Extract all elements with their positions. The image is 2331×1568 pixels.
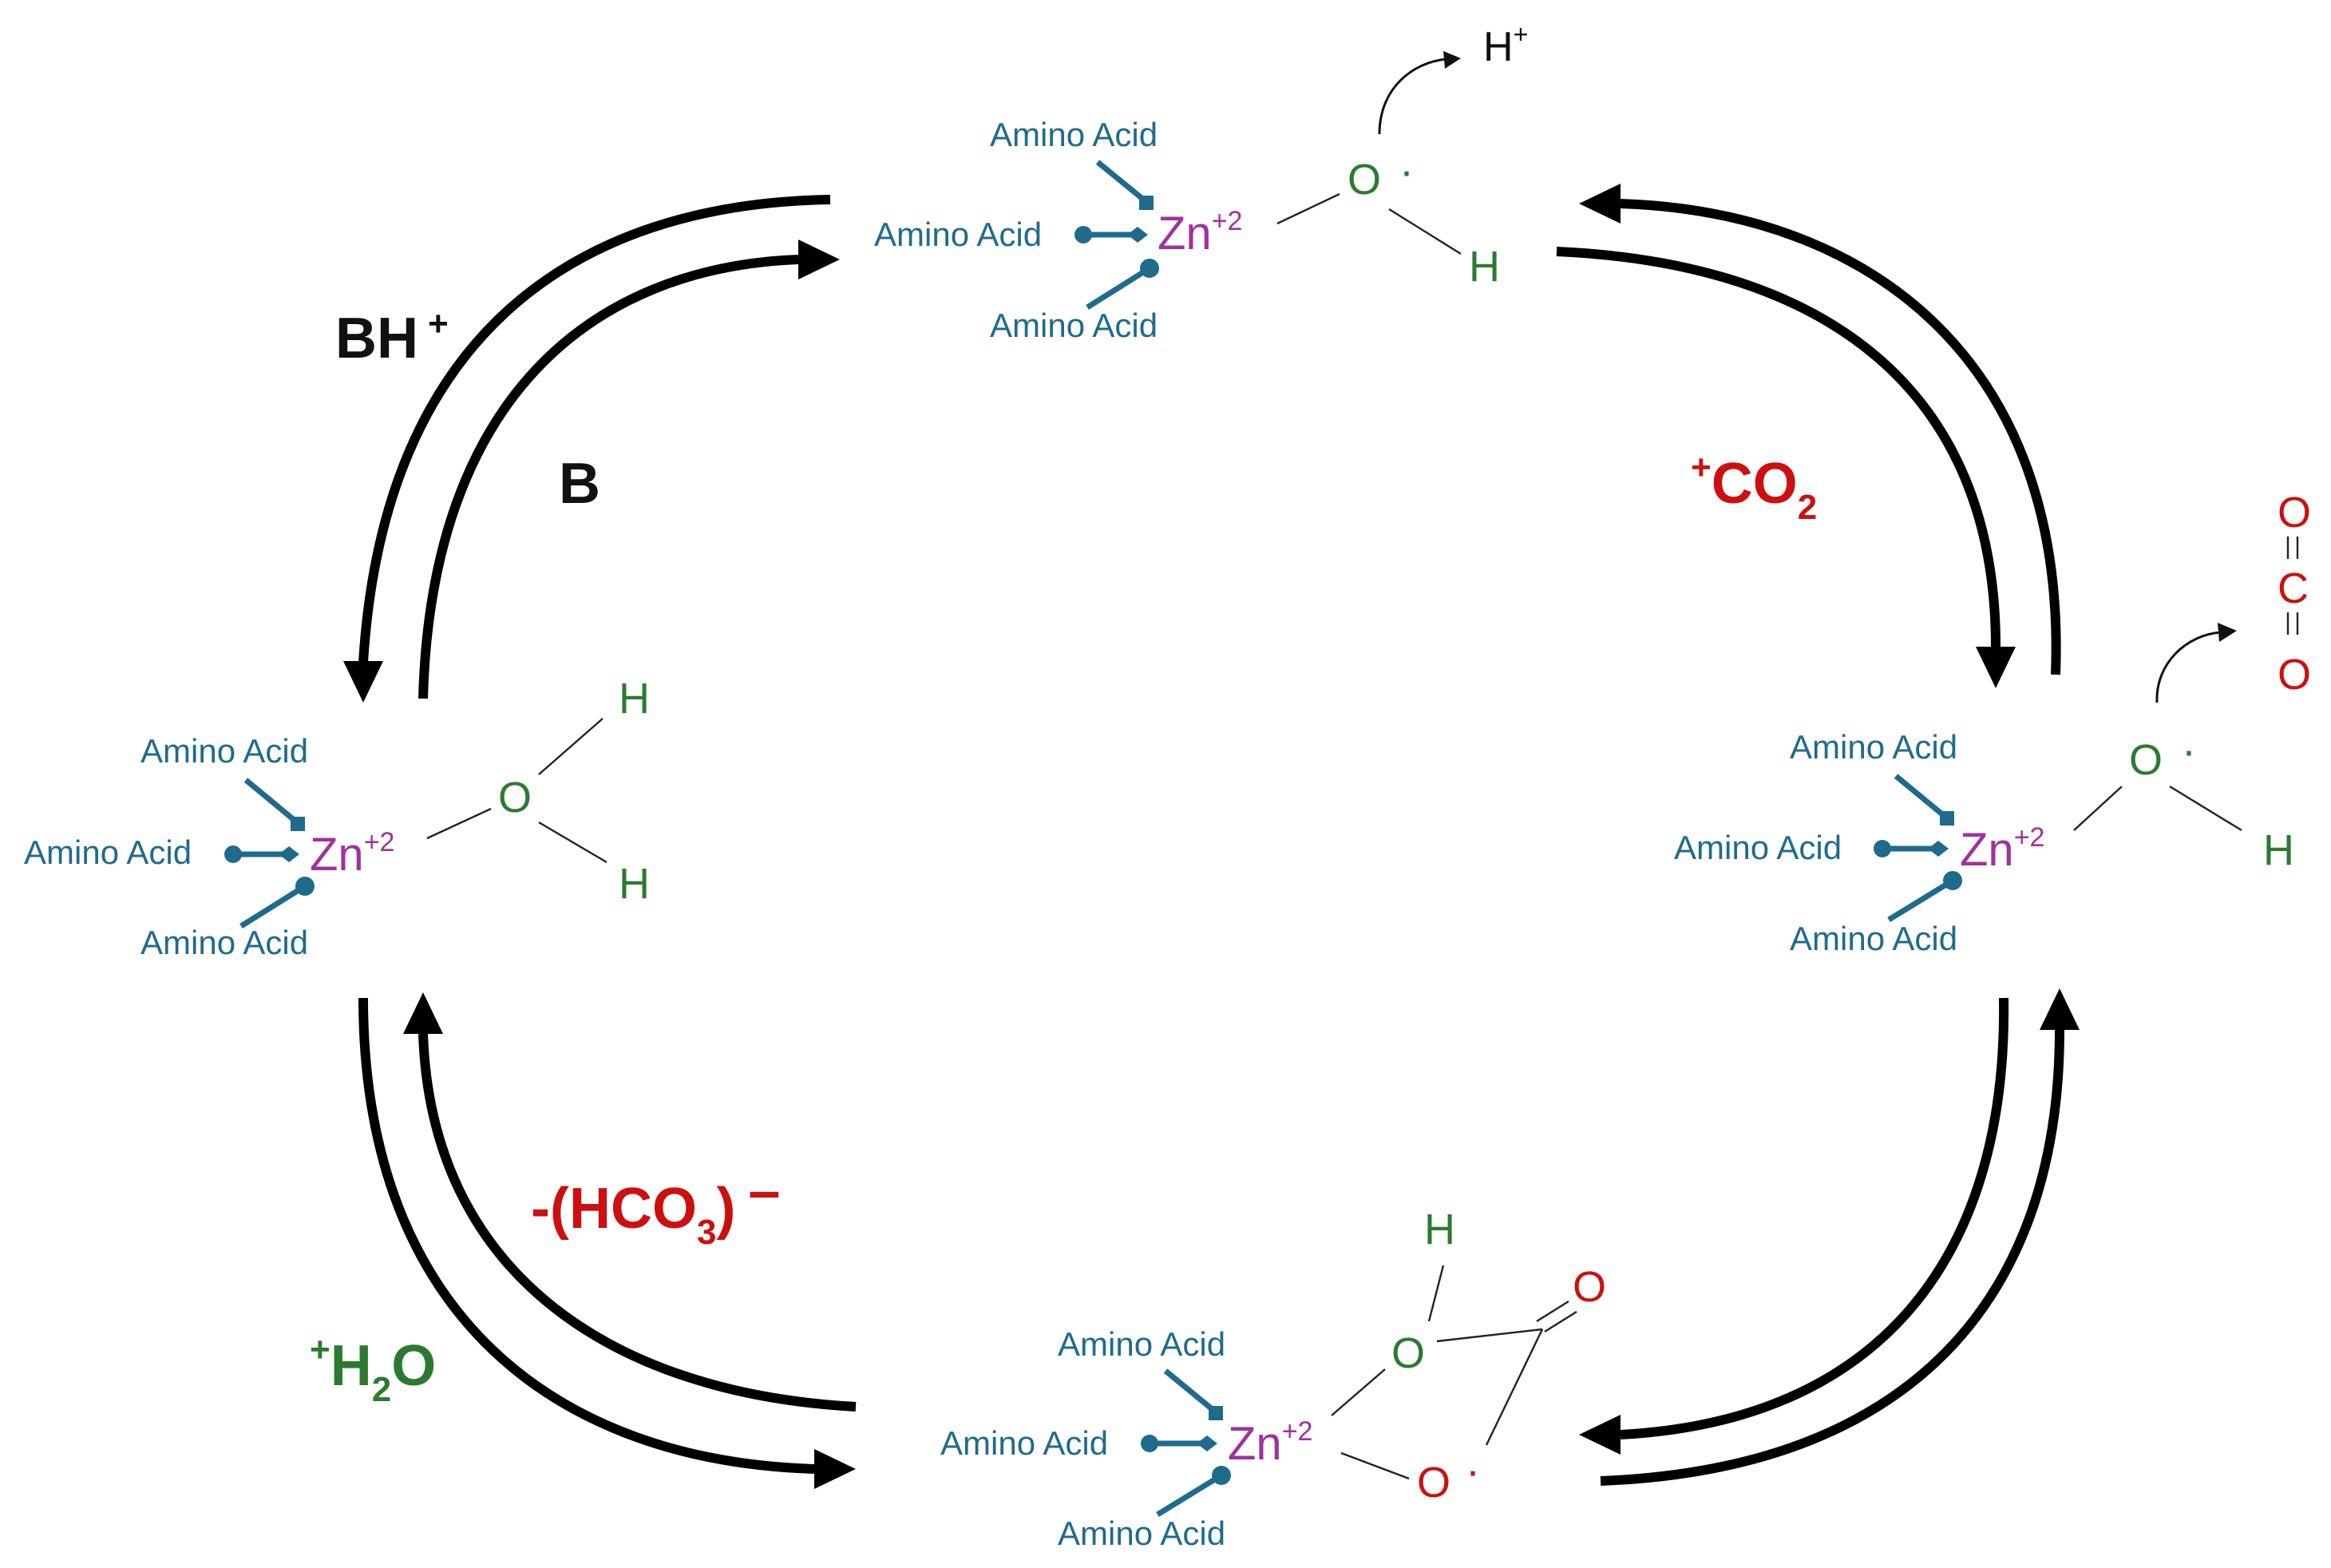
double-bond: [1536, 1300, 1569, 1323]
ligand-diamond-end: [1197, 1435, 1217, 1451]
bond-o1-c: [1436, 1328, 1543, 1343]
amino-acid-label: Amino Acid: [1790, 728, 1957, 766]
hydrogen-atom: H: [2263, 826, 2294, 874]
amino-acid-label: Amino Acid: [1058, 1325, 1225, 1363]
ligand-bond-wedge: [243, 778, 299, 825]
arrow-bottom-to-right: [1600, 1029, 2064, 1486]
ligand-square-end: [1940, 811, 1954, 826]
amino-acid-label: Amino Acid: [990, 307, 1158, 344]
oxygen-atom: O: [498, 774, 532, 822]
amino-acid-label: Amino Acid: [1058, 1515, 1225, 1552]
arrow-left-to-top: [418, 255, 799, 699]
arrow-bottom-to-right-head: [2040, 988, 2080, 1030]
ligand-bond-hash: [239, 884, 307, 929]
arrow-left-to-bottom: [358, 997, 815, 1474]
label-bh: BH+: [335, 304, 449, 370]
hydrogen-atom-2: H: [619, 860, 650, 908]
bond-zn-o: [1276, 192, 1340, 225]
arrow-top-to-right: [1556, 247, 2001, 647]
oxygen-atom: O: [2129, 736, 2163, 784]
bond-zn-o: [2073, 786, 2123, 831]
hydrogen-atom: H: [1424, 1206, 1455, 1253]
bond-o-h: [2169, 785, 2242, 832]
oxygen-atom-2: O: [1417, 1459, 1450, 1507]
hydrogen-atom: H: [1469, 243, 1500, 291]
complex-top: Amino Acid Amino Acid Amino Acid Zn+2 O …: [874, 20, 1528, 344]
amino-acid-label: Amino Acid: [140, 924, 308, 961]
zinc-ion: Zn+2: [1158, 206, 1242, 259]
complex-bottom: Amino Acid Amino Acid Amino Acid Zn+2 O …: [940, 1206, 1606, 1552]
radical-dot: ·: [1466, 1447, 1480, 1495]
arrow-right-to-bottom: [1620, 997, 2009, 1439]
amino-acid-label: Amino Acid: [1790, 920, 1957, 957]
ligand-bond-hash: [1887, 878, 1954, 922]
curly-arrow-to-co2: [2155, 631, 2222, 703]
zinc-ion: Zn+2: [310, 827, 394, 881]
ligand-bond-wedge: [1894, 774, 1949, 820]
ligand-square-end: [1139, 196, 1154, 210]
ligand-bond-wedge: [1163, 1368, 1217, 1414]
arrow-top-to-left: [358, 195, 831, 663]
arrow-left-to-bottom-head: [814, 1449, 856, 1489]
double-bond: [1544, 1310, 1577, 1333]
amino-acid-label: Amino Acid: [990, 116, 1158, 153]
curly-arrow-to-co2-head: [2218, 623, 2237, 642]
label-plus-h2o: +H2O: [310, 1330, 436, 1409]
ligand-diamond-end: [1928, 841, 1949, 857]
carbonyl-oxygen: O: [1573, 1263, 1606, 1311]
step-labels: BH+ B +CO2 -(HCO3)– +H2O: [310, 304, 1817, 1409]
arrow-right-to-top-head: [1579, 184, 1621, 224]
ligand-bond-hash: [1086, 266, 1151, 310]
co2-oxygen-bottom: O: [2278, 651, 2311, 699]
arrow-bottom-to-left: [418, 1033, 857, 1412]
oxygen-atom-1: O: [1391, 1329, 1425, 1377]
cycle-arrows: [343, 184, 2080, 1489]
complex-left: Amino Acid Amino Acid Amino Acid Zn+2 O …: [24, 675, 650, 961]
arrow-left-to-top-head: [798, 240, 840, 279]
curly-arrow-proton-head: [1443, 51, 1461, 69]
amino-acid-label: Amino Acid: [1674, 829, 1842, 866]
ligand-diamond-end: [1127, 227, 1148, 243]
radical-dot: ·: [2182, 727, 2196, 774]
bond-o-h: [1388, 208, 1462, 255]
arrow-bottom-to-left-head: [403, 992, 443, 1034]
label-minus-hco3: -(HCO3)–: [531, 1159, 780, 1252]
ligand-bond-wedge: [1095, 160, 1148, 204]
oxygen-atom: O: [1348, 156, 1381, 204]
bond-o-h2: [538, 821, 607, 864]
bond-o-h1: [538, 718, 604, 775]
label-b: B: [559, 452, 600, 516]
ligand-diamond-end: [279, 846, 299, 862]
arrow-right-to-top: [1620, 199, 2061, 675]
amino-acid-label: Amino Acid: [940, 1424, 1108, 1462]
ligand-square-end: [1209, 1406, 1223, 1420]
arrow-top-to-right-head: [1976, 647, 2016, 688]
bond-zn-o2: [1340, 1451, 1410, 1480]
released-proton: H+: [1483, 20, 1528, 70]
bond-zn-o1: [1331, 1368, 1386, 1416]
amino-acid-label: Amino Acid: [874, 216, 1042, 253]
co2-oxygen-top: O: [2278, 489, 2311, 537]
zinc-ion: Zn+2: [1228, 1416, 1312, 1470]
amino-acid-label: Amino Acid: [140, 732, 308, 770]
carbon-dioxide-molecule: O C O: [2278, 489, 2311, 699]
bond-c-o2: [1485, 1328, 1544, 1446]
arrow-right-to-bottom-head: [1579, 1415, 1621, 1455]
zinc-ion: Zn+2: [1960, 822, 2044, 876]
radical-dot: ·: [1399, 147, 1414, 195]
amino-acid-label: Amino Acid: [24, 833, 192, 871]
hydrogen-atom-1: H: [619, 675, 650, 723]
arrow-top-to-left-head: [343, 661, 383, 703]
complex-right: Amino Acid Amino Acid Amino Acid Zn+2 O …: [1674, 489, 2311, 957]
label-plus-co2: +CO2: [1691, 448, 1817, 527]
bond-o1-h: [1427, 1265, 1445, 1322]
co2-carbon: C: [2278, 564, 2309, 612]
curly-arrow-proton: [1378, 57, 1447, 135]
bond-zn-o: [426, 807, 492, 840]
ligand-square-end: [291, 817, 305, 831]
ligand-bond-hash: [1156, 1473, 1223, 1517]
